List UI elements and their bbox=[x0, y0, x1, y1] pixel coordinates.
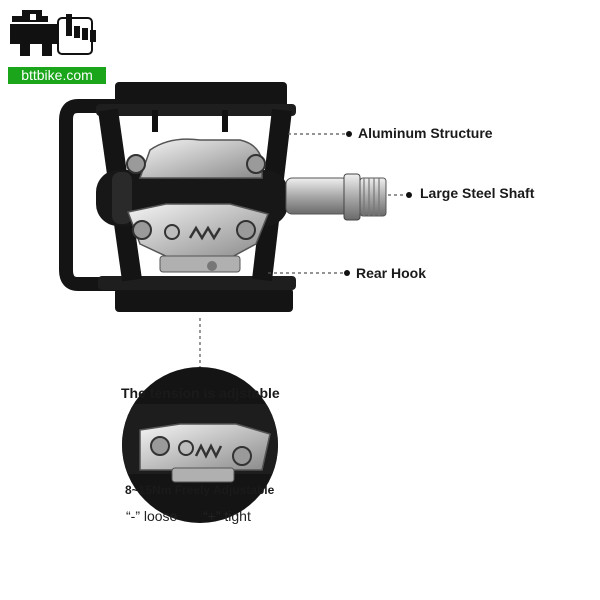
tension-title: The tension is adjstable bbox=[121, 385, 280, 401]
site-logo-text[interactable]: bttbike.com bbox=[8, 67, 106, 84]
logo-icon bbox=[10, 10, 96, 56]
pedal-icon bbox=[59, 82, 387, 312]
callout-steel-shaft: Large Steel Shaft bbox=[420, 185, 535, 201]
leader-lines bbox=[199, 131, 412, 380]
callout-aluminum-structure: Aluminum Structure bbox=[358, 125, 493, 141]
hint-loose: “-” loose bbox=[126, 508, 178, 524]
callout-rear-hook: Rear Hook bbox=[356, 265, 427, 281]
tension-zoom-icon bbox=[122, 367, 278, 523]
hint-tight: “+” tight bbox=[203, 508, 251, 524]
tension-range: 8~15Nm Freely Adjustable bbox=[125, 483, 275, 497]
